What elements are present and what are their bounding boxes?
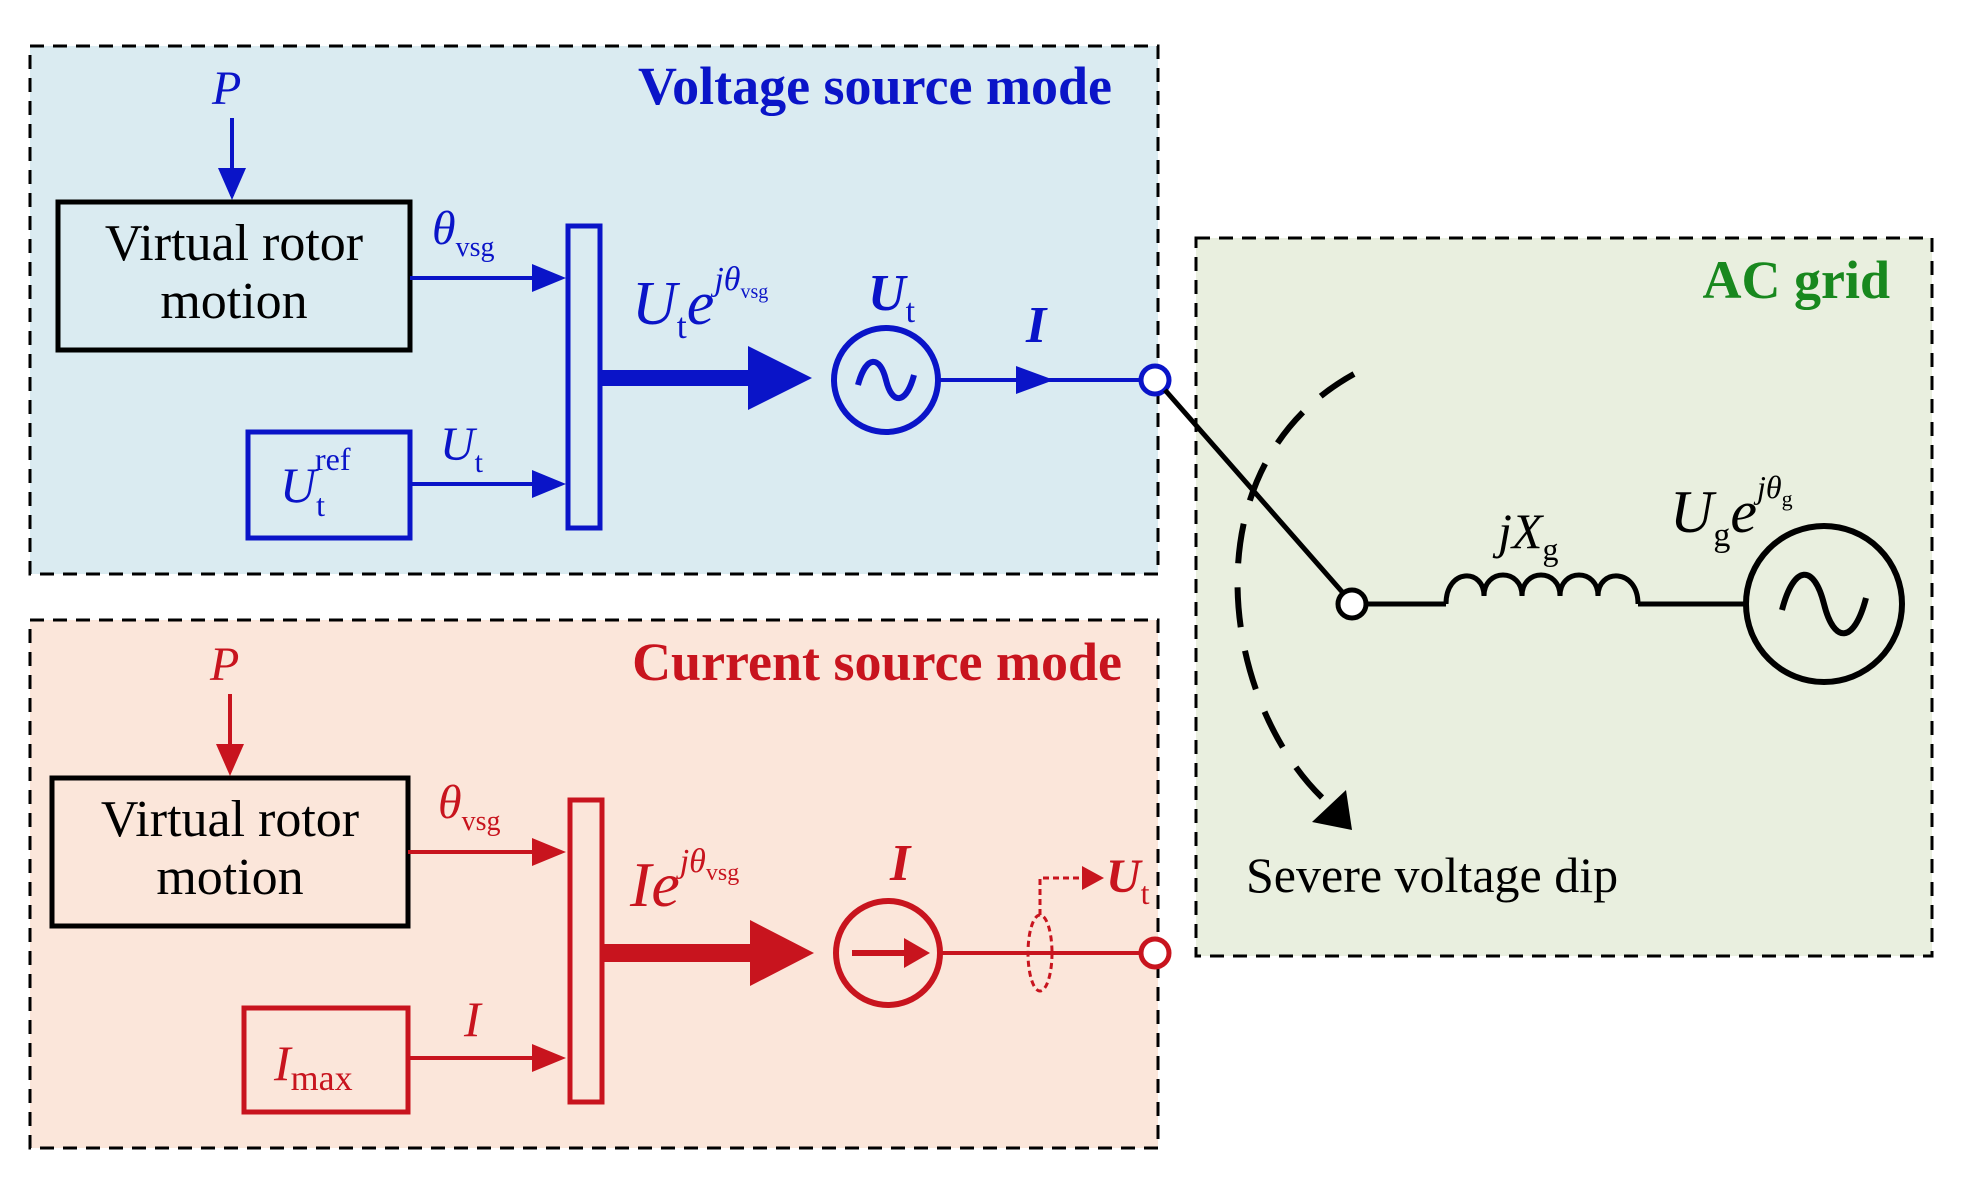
- current-rotor-line1: Virtual rotor: [101, 791, 359, 848]
- voltage-current-arrowhead: [1016, 366, 1054, 394]
- current-i-label: I: [463, 991, 483, 1047]
- ac-grid-panel: AC grid jXg Ugejθg Severe voltage dip: [1163, 236, 1934, 958]
- current-theta-label: θvsg: [438, 776, 500, 837]
- current-source-panel: Current source mode P Virtual rotor moti…: [28, 618, 1172, 1150]
- current-ut-measure-lead: [1038, 876, 1086, 915]
- current-source-label: I: [889, 835, 912, 892]
- current-panel-frame: [28, 618, 1160, 1150]
- current-i-arrowhead: [532, 1044, 566, 1072]
- voltage-ut-label: Ut: [440, 418, 484, 479]
- voltage-panel-title: Voltage source mode: [638, 56, 1112, 116]
- grid-voltage-label: Ugejθg: [1670, 469, 1793, 554]
- grid-panel-frame: [1194, 236, 1934, 958]
- current-output-expression: Iejθvsg: [629, 843, 739, 920]
- current-panel-title: Current source mode: [632, 632, 1122, 692]
- voltage-ut-arrowhead: [532, 470, 566, 498]
- current-output-thick-arrowhead: [750, 920, 814, 986]
- voltage-dip-arrowhead: [1312, 790, 1352, 830]
- voltage-output-expression: Utejθvsg: [632, 261, 768, 346]
- current-ut-measure-label: Ut: [1106, 850, 1150, 911]
- voltage-dip-label: Severe voltage dip: [1246, 847, 1618, 903]
- voltage-dip-arc: [1234, 371, 1356, 813]
- voltage-panel-frame: [28, 44, 1160, 576]
- current-p-arrowhead: [216, 744, 244, 776]
- voltage-output-thick-arrow: [600, 370, 752, 386]
- voltage-output-thick-arrowhead: [748, 346, 812, 410]
- current-ut-measure-arrowhead: [1082, 866, 1104, 890]
- voltage-source-panel: Voltage source mode P Virtual rotor moti…: [28, 44, 1172, 576]
- voltage-current-label: I: [1025, 297, 1048, 354]
- voltage-uref-label: Utref: [280, 441, 351, 523]
- voltage-terminal: [1138, 363, 1172, 397]
- current-terminal: [1138, 936, 1172, 970]
- voltage-p-arrowhead: [218, 168, 246, 200]
- voltage-theta-arrowhead: [532, 264, 566, 292]
- current-output-thick-arrow: [602, 944, 754, 962]
- voltage-source-label: Ut: [868, 265, 916, 330]
- current-imax-label: Imax: [273, 1035, 353, 1098]
- current-theta-arrowhead: [532, 838, 566, 866]
- voltage-rotor-line1: Virtual rotor: [105, 215, 363, 272]
- voltage-p-label: P: [211, 62, 241, 115]
- voltage-rotor-line2: motion: [160, 273, 307, 330]
- grid-panel-title: AC grid: [1703, 250, 1891, 310]
- grid-switch-node: [1335, 587, 1369, 621]
- current-rotor-line2: motion: [156, 849, 303, 906]
- voltage-theta-label: θvsg: [432, 202, 494, 263]
- grid-inductor: [1443, 572, 1641, 605]
- current-p-label: P: [209, 638, 239, 691]
- grid-voltage-source-icon: [1743, 523, 1905, 685]
